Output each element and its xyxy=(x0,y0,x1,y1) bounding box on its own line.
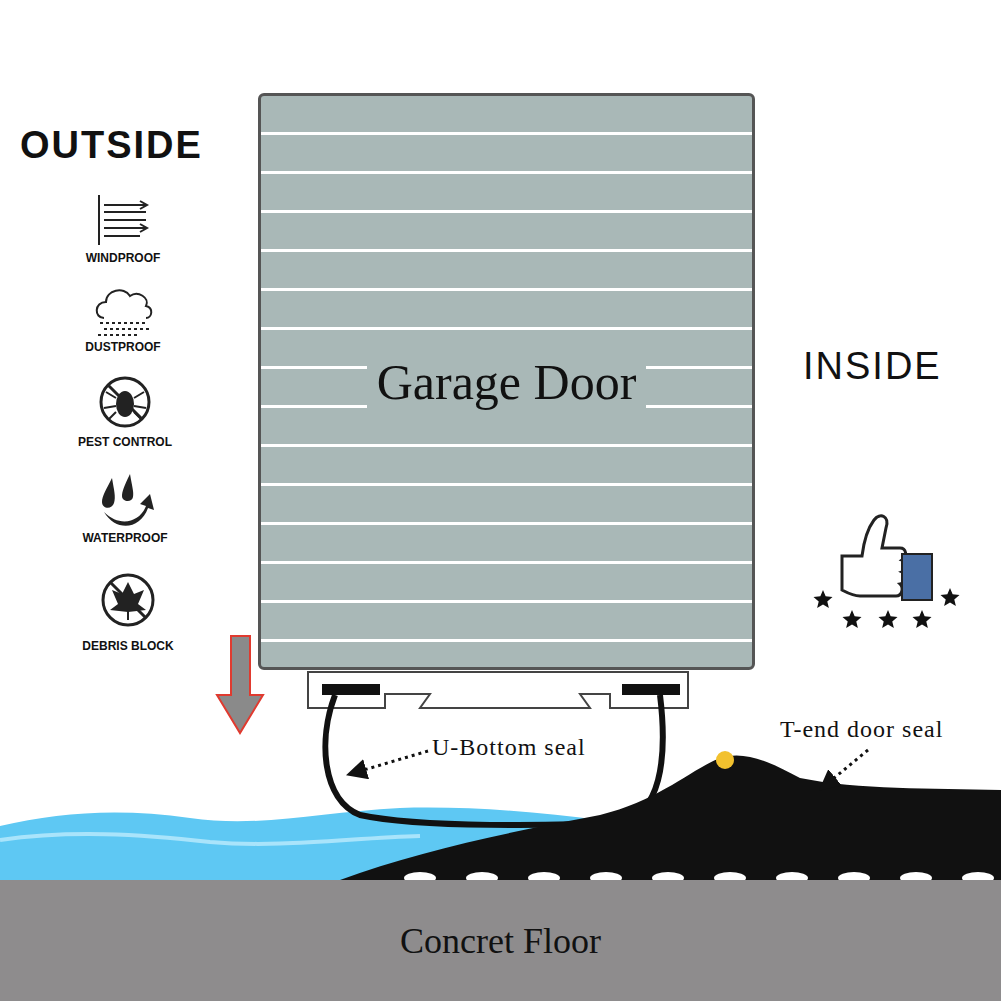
leader-line xyxy=(350,751,428,774)
star xyxy=(878,610,897,628)
seal-dot xyxy=(716,751,734,769)
feature-label: WATERPROOF xyxy=(82,531,167,545)
star xyxy=(813,590,832,608)
feature-label: DUSTPROOF xyxy=(85,340,160,354)
retainer-slot xyxy=(322,684,380,695)
thumbs-up-icon xyxy=(842,516,932,600)
rating-stars xyxy=(813,588,959,628)
t-end-door-seal xyxy=(340,755,1001,880)
concrete-floor: Concret Floor xyxy=(0,880,1001,1001)
region-label: INSIDE xyxy=(803,345,942,388)
waterproof-icon xyxy=(102,474,154,526)
retainer-profile xyxy=(308,672,688,708)
water-highlight xyxy=(0,834,420,844)
star xyxy=(842,610,861,628)
dustproof-icon xyxy=(97,290,152,335)
callout-label: T-end door seal xyxy=(780,716,943,743)
windproof-icon xyxy=(99,195,147,245)
feature-label: DEBRIS BLOCK xyxy=(82,639,173,653)
garage-door: Garage Door xyxy=(258,93,755,670)
star xyxy=(940,588,959,606)
star xyxy=(912,610,931,628)
leader-line xyxy=(822,750,868,788)
region-label: OUTSIDE xyxy=(20,124,203,167)
feature-label: PEST CONTROL xyxy=(78,435,172,449)
retainer-slot xyxy=(622,684,680,695)
down-arrow xyxy=(217,636,263,733)
feature-label: WINDPROOF xyxy=(86,251,161,265)
node-label: Concret Floor xyxy=(400,920,601,962)
callout-label: U-Bottom seal xyxy=(432,734,586,761)
pest-control-icon xyxy=(101,378,149,426)
u-bottom-seal xyxy=(325,695,662,825)
debris-block-icon xyxy=(103,575,153,625)
node-label: Garage Door xyxy=(367,349,647,415)
